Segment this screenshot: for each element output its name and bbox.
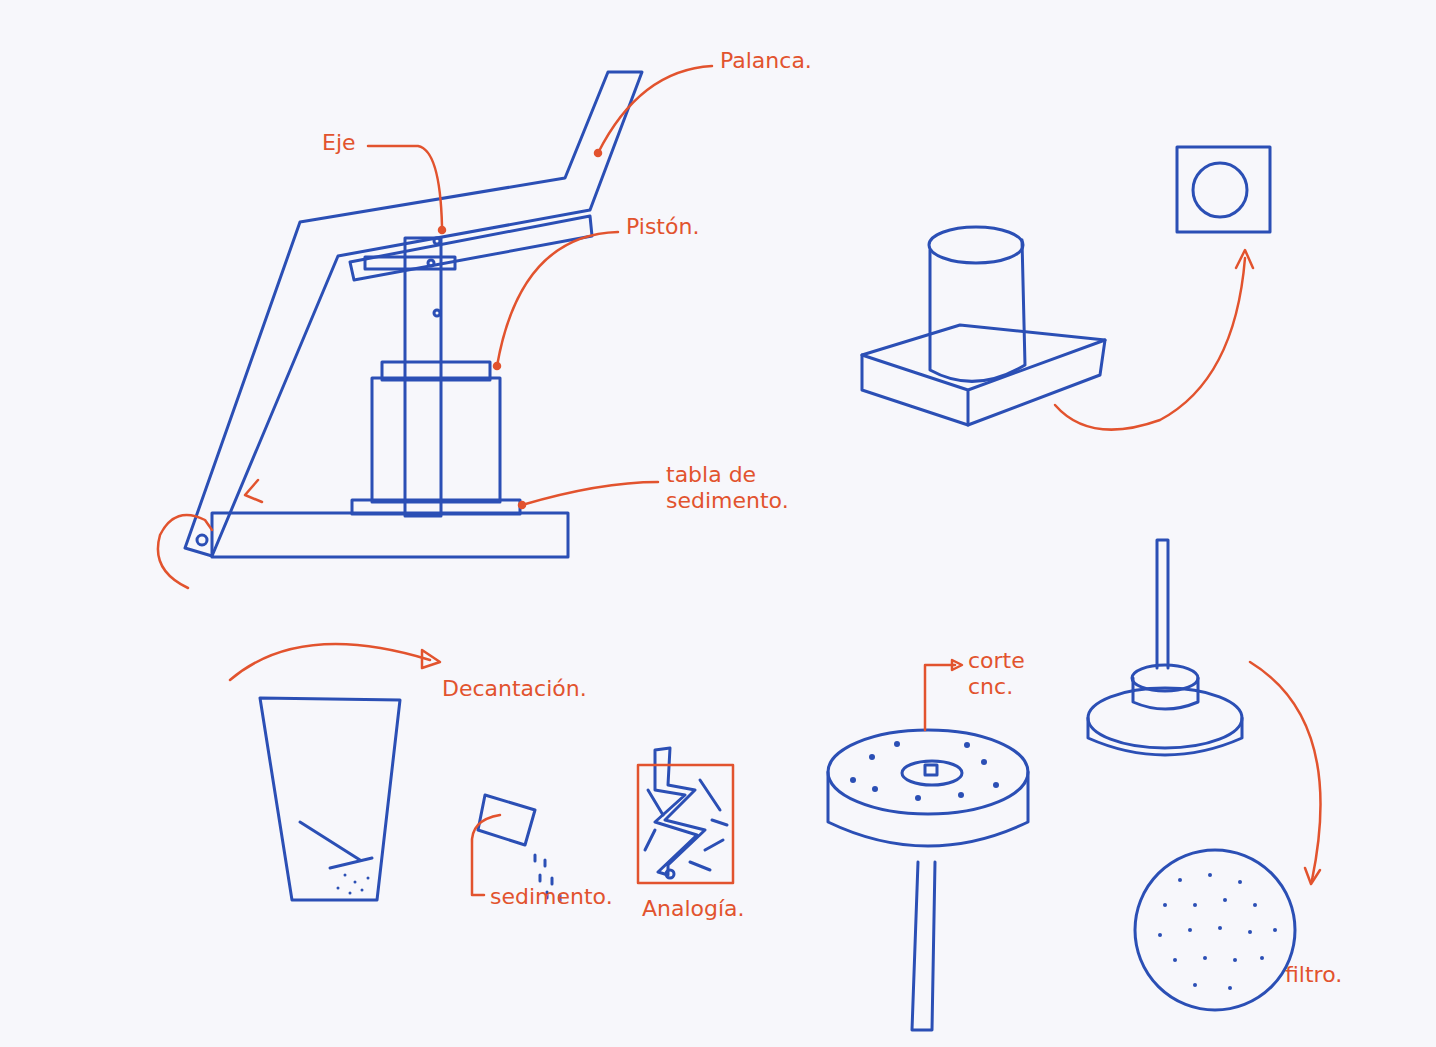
process-label: Decantación. [442,676,587,702]
note-label: Analogía. [642,896,745,922]
part-label: sedimento. [490,884,613,910]
part-label: Eje [322,130,356,156]
part-label: tabla de sedimento. [666,462,796,515]
process-label: corte cnc. [968,648,1048,701]
part-label: filtro. [1285,962,1342,988]
part-label: Pistón. [626,214,699,240]
part-label: Palanca. [720,48,812,74]
